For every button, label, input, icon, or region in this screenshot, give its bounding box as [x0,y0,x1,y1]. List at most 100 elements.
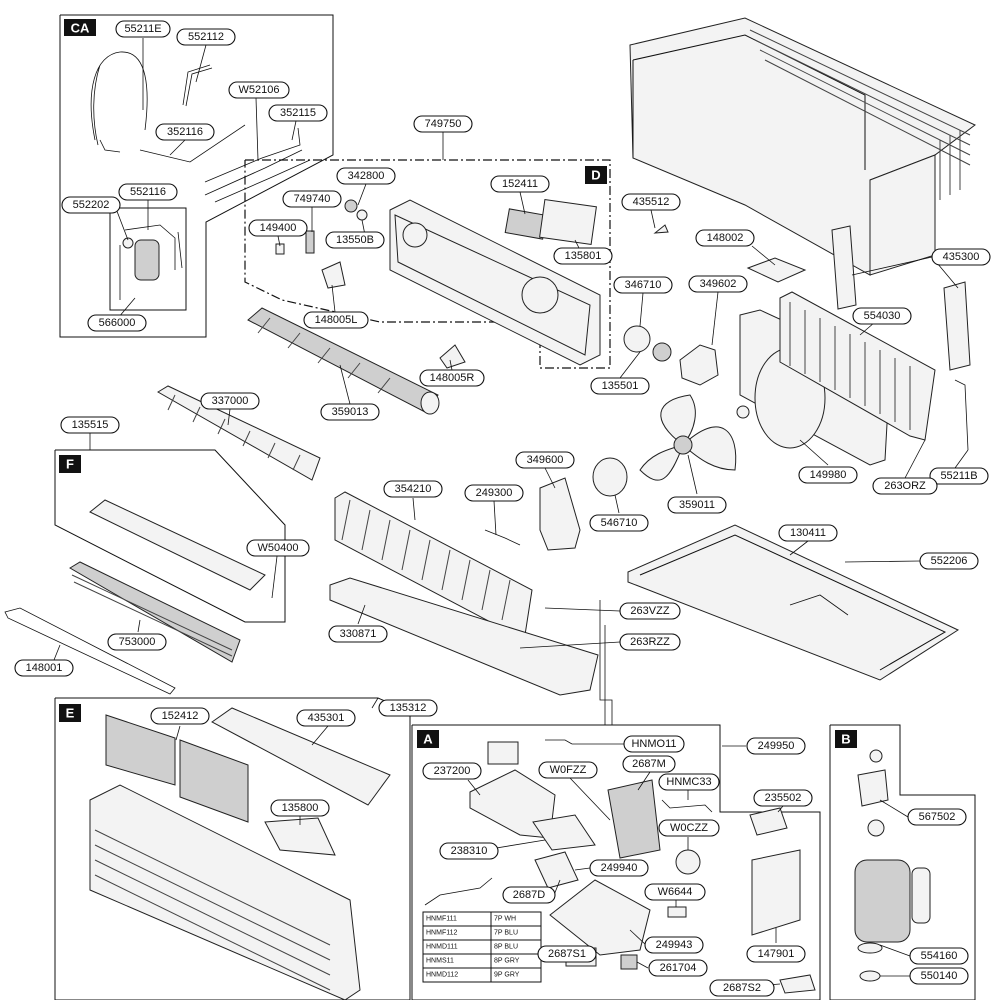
part-callout[interactable]: 152412 [150,707,210,725]
part-callout[interactable]: 552116 [118,183,178,201]
part-callout[interactable]: 263RZZ [619,633,681,651]
part-callout[interactable]: 753000 [107,633,167,651]
part-callout[interactable]: 342800 [336,167,396,185]
part-callout[interactable]: 359013 [320,403,380,421]
part-callout[interactable]: 352116 [155,123,215,141]
part-callout[interactable]: 2687M [622,755,676,773]
part-callout[interactable]: 148005L [303,311,369,329]
part-callout[interactable]: 435301 [296,709,356,727]
part-callout[interactable]: 2687S1 [537,945,597,963]
motor-mount-parts [623,224,807,386]
harness-table-desc: 8P BLU [494,944,518,951]
part-callout[interactable]: 235502 [753,789,813,807]
part-callout[interactable]: 149980 [798,466,858,484]
part-callout[interactable]: 249950 [746,737,806,755]
part-callout[interactable]: 566000 [87,314,147,332]
part-number-label: 359013 [332,406,369,418]
part-callout[interactable]: W52106 [228,81,290,99]
part-number-label: 152412 [162,710,199,722]
part-callout[interactable]: HNMO11 [623,735,685,753]
part-number-label: 552112 [188,31,224,43]
part-callout[interactable]: 249943 [644,936,704,954]
part-callout[interactable]: 148002 [695,229,755,247]
part-callout[interactable]: 135800 [270,799,330,817]
compressor-part [854,749,931,982]
part-number-label: 135800 [282,802,319,814]
part-number-label: 352115 [280,107,316,119]
part-callout[interactable]: 749750 [413,115,473,133]
part-number-label: W6644 [658,886,693,898]
grille-337000-part [157,385,321,481]
tube-552112-part [182,64,213,107]
part-callout[interactable]: 552206 [919,552,979,570]
part-callout[interactable]: 554160 [909,947,969,965]
part-callout[interactable]: 147901 [746,945,806,963]
part-callout[interactable]: 546710 [589,514,649,532]
part-number-label: 149980 [810,469,847,481]
part-callout[interactable]: 148001 [14,659,74,677]
section-tag-b: B [835,730,857,748]
section-tag-ca: CA [64,19,96,36]
part-number-label: 566000 [99,317,136,329]
part-number-label: W0CZZ [670,822,708,834]
part-callout[interactable]: 135515 [60,416,120,434]
part-number-label: 55211B [940,470,977,482]
part-number-label: 249300 [476,487,513,499]
part-callout[interactable]: W6644 [644,883,706,901]
part-callout[interactable]: 55211B [929,467,989,485]
part-callout[interactable]: 249300 [464,484,524,502]
part-callout[interactable]: 337000 [200,392,260,410]
part-callout[interactable]: 2687S2 [709,979,775,997]
part-callout[interactable]: 135312 [378,699,438,717]
part-callout[interactable]: 354210 [383,480,443,498]
part-number-label: 13550B [336,234,374,246]
part-callout[interactable]: W0FZZ [538,761,598,779]
part-callout[interactable]: 330871 [328,625,388,643]
part-callout[interactable]: 359011 [667,496,727,514]
part-callout[interactable]: HNMC33 [658,773,720,791]
part-callout[interactable]: 263ORZ [872,477,938,495]
harness-table-code: HNMF112 [426,930,457,937]
part-callout[interactable]: 2687D [502,886,556,904]
part-number-label: 435512 [633,196,670,208]
part-callout[interactable]: 263VZZ [619,602,681,620]
part-callout[interactable]: 261704 [648,959,708,977]
part-callout[interactable]: 148005R [419,369,485,387]
part-callout[interactable]: 552202 [61,196,121,214]
part-callout[interactable]: 55211E [115,20,171,38]
part-callout[interactable]: 567502 [907,808,967,826]
part-callout[interactable]: 346710 [613,276,673,294]
part-callout[interactable]: 130411 [778,524,838,542]
accumulator-assembly-part [119,224,183,300]
part-callout[interactable]: 13550B [325,231,385,249]
part-number-label: 359011 [679,499,715,511]
part-callout[interactable]: W50400 [246,539,310,557]
part-callout[interactable]: 237200 [422,762,482,780]
part-callout[interactable]: 135501 [590,377,650,395]
part-callout[interactable]: 352115 [268,104,328,122]
part-callout[interactable]: 349600 [515,451,575,469]
part-callout[interactable]: 552112 [176,28,236,46]
harness-table-code: HNMS11 [426,958,454,965]
part-number-label: 237200 [434,765,471,777]
part-number-label: 147901 [758,948,795,960]
part-number-label: 352116 [167,126,203,138]
part-callout[interactable]: 550140 [909,967,969,985]
part-number-label: 749740 [294,193,331,205]
part-number-label: 148005L [315,314,358,326]
part-callout[interactable]: 554030 [852,307,912,325]
part-callout[interactable]: 349602 [688,275,748,293]
part-number-label: 130411 [790,527,826,539]
part-number-label: 346710 [625,279,662,291]
part-callout[interactable]: 238310 [439,842,499,860]
part-number-label: HNMO11 [631,738,676,750]
part-callout[interactable]: W0CZZ [658,819,720,837]
part-callout[interactable]: 435300 [931,248,991,266]
part-callout[interactable]: 135801 [553,247,613,265]
part-callout[interactable]: 249940 [589,859,649,877]
part-callout[interactable]: 152411 [490,175,550,193]
part-callout[interactable]: 435512 [621,193,681,211]
part-callout[interactable]: 149400 [248,219,308,237]
part-callout[interactable]: 749740 [282,190,342,208]
